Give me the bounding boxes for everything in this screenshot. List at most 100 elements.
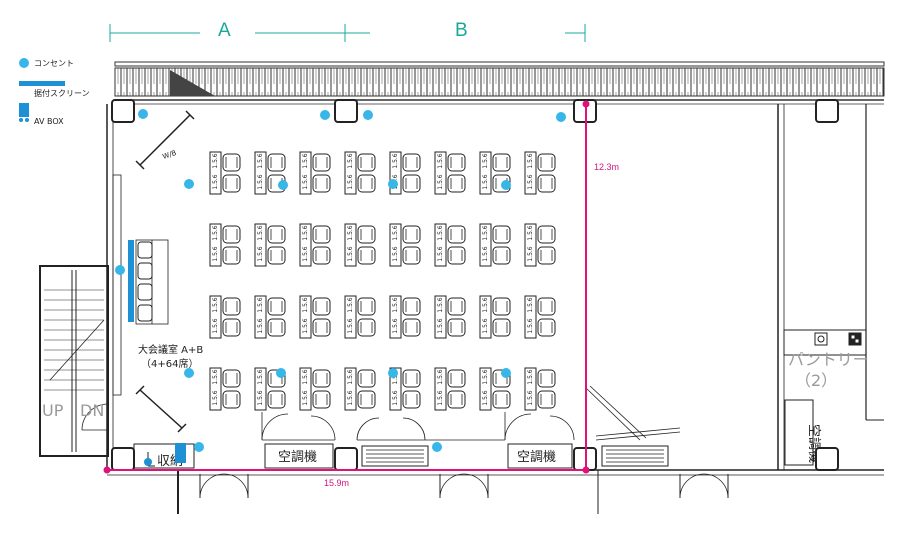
chair — [357, 174, 376, 193]
stairwell — [39, 265, 109, 457]
whiteboard — [135, 110, 195, 433]
chair — [447, 246, 466, 265]
desk: 1.5.61.5.6 — [254, 295, 286, 339]
outlet-icon — [184, 179, 194, 189]
chair — [492, 297, 511, 316]
desk: 1.5.6 1.5.6 — [524, 151, 556, 195]
chair — [537, 225, 556, 244]
chair — [267, 153, 286, 172]
desk-number: 1.5.6 — [392, 225, 399, 240]
chair — [222, 246, 241, 265]
outlet-icon — [138, 109, 148, 119]
left-wall — [106, 104, 122, 470]
chair — [312, 174, 331, 193]
desk: 1.5.6 1.5.6 — [299, 295, 331, 339]
desk: 1.5.61.5.6 — [344, 151, 376, 195]
desk: 1.5.61.5.6 — [254, 151, 286, 195]
ac-label-b: 空調機 — [517, 450, 556, 465]
desk: 1.5.61.5.6 — [389, 295, 421, 339]
chair — [137, 262, 153, 280]
desk-number: 1.5.6 — [257, 297, 264, 312]
room-name: 大会議室 A+B — [138, 343, 203, 356]
chair — [357, 318, 376, 337]
chair — [267, 246, 286, 265]
desk-number: 1.5.6 — [437, 153, 444, 168]
desk-number: 1.5.6 — [392, 318, 399, 333]
chair — [402, 246, 421, 265]
desk-number: 1.5.6 — [527, 225, 534, 240]
room-capacity: （4+64席） — [141, 357, 198, 370]
desk: 1.5.61.5.6 — [254, 223, 286, 267]
desk-number: 1.5.6 — [257, 153, 264, 168]
legend-outlet-label: コンセント — [34, 59, 74, 68]
zone-label-a: A — [218, 20, 231, 41]
desk-number: 1.5.6 — [302, 153, 309, 168]
desk-number: 1.5.6 — [527, 174, 534, 189]
chair — [222, 225, 241, 244]
chair — [267, 390, 286, 409]
chair — [447, 369, 466, 388]
desk-number: 1.5.6 — [527, 390, 534, 405]
pantry-number: （2） — [795, 371, 837, 390]
chair — [492, 246, 511, 265]
chair — [402, 174, 421, 193]
desk-number: 1.5.6 — [257, 369, 264, 384]
chair — [447, 297, 466, 316]
desk-number: 1.5.6 — [347, 369, 354, 384]
width-dimension: 15.9m — [324, 478, 349, 488]
chair — [447, 318, 466, 337]
chair — [222, 297, 241, 316]
chair — [222, 318, 241, 337]
chair — [402, 153, 421, 172]
desk-number: 1.5.6 — [482, 318, 489, 333]
chair — [402, 297, 421, 316]
desk-number: 1.5.6 — [527, 297, 534, 312]
screen-icon — [19, 81, 65, 86]
chair — [447, 174, 466, 193]
desk: 1.5.61.5.6 — [209, 367, 241, 411]
chair — [267, 225, 286, 244]
desk-number: 1.5.6 — [482, 297, 489, 312]
desk-number: 1.5.6 — [302, 318, 309, 333]
pantry-label: パントリー — [788, 350, 869, 369]
chair — [402, 318, 421, 337]
desk: 1.5.61.5.6 — [299, 151, 331, 195]
chair — [267, 297, 286, 316]
outlet-icon — [363, 110, 373, 120]
desk-number: 1.5.6 — [527, 153, 534, 168]
chair — [312, 246, 331, 265]
desk-number: 1.5.6 — [302, 297, 309, 312]
desk-number: 1.5.6 — [212, 153, 219, 168]
desk: 1.5.61.5.6 — [344, 295, 376, 339]
chair — [357, 369, 376, 388]
outlet-icon — [388, 368, 398, 378]
desk-number: 1.5.6 — [302, 390, 309, 405]
av-box — [144, 443, 186, 466]
legend-av-box-label: AV BOX — [34, 117, 64, 126]
chair — [537, 390, 556, 409]
outlet-icon — [432, 442, 442, 452]
desk: 1.5.61.5.6 — [434, 295, 466, 339]
desk-number: 1.5.6 — [257, 246, 264, 261]
chair — [537, 246, 556, 265]
stairs-up-label: UP — [42, 401, 64, 420]
partitions — [261, 385, 681, 441]
desk-number: 1.5.6 — [212, 225, 219, 240]
desk-grid: 1.5.6 1.5.6 1.5.6 1.5.6 1.5.6 1.5.6 1.5.6 1.5.6… — [137, 151, 556, 411]
desk-number: 1.5.6 — [257, 390, 264, 405]
chair — [402, 225, 421, 244]
desk: 1.5.61.5.6 — [299, 223, 331, 267]
desk-number: 1.5.6 — [212, 297, 219, 312]
chair — [222, 369, 241, 388]
desk: 1.5.61.5.6 — [209, 223, 241, 267]
chair — [312, 369, 331, 388]
chair — [312, 225, 331, 244]
outlet-icon — [184, 368, 194, 378]
desk-number: 1.5.6 — [482, 225, 489, 240]
desk: 1.5.61.5.6 — [389, 223, 421, 267]
desk: 1.5.61.5.6 — [344, 367, 376, 411]
legend-screen-label: 据付スクリーン — [34, 88, 90, 98]
desk-number: 1.5.6 — [347, 174, 354, 189]
chair — [312, 318, 331, 337]
